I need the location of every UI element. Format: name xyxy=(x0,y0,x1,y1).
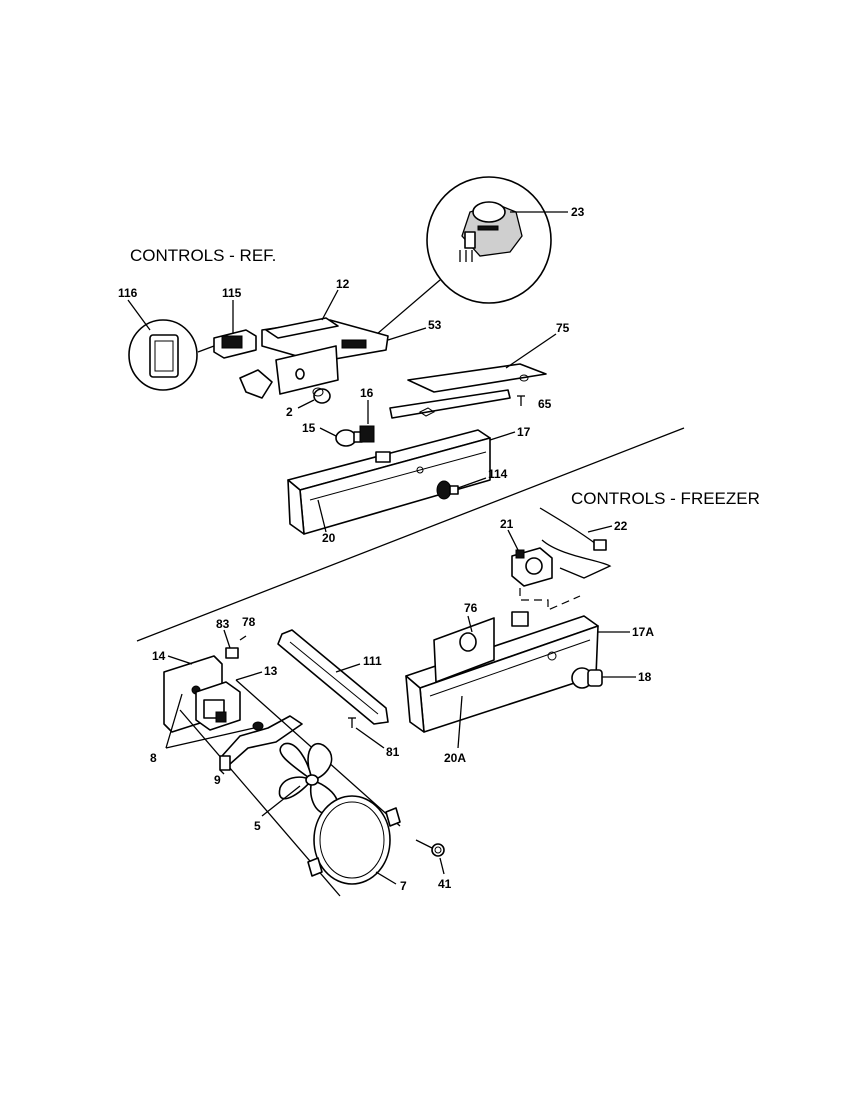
part-111-bracket xyxy=(277,629,389,725)
part-2-knob xyxy=(312,387,331,404)
detail-circle-116 xyxy=(128,319,198,391)
leader-83 xyxy=(223,629,231,649)
callout-114: 114 xyxy=(488,467,508,481)
part-78-screw xyxy=(239,635,247,641)
callout-2: 2 xyxy=(286,405,293,419)
callout-22: 22 xyxy=(614,519,628,533)
leader-116 xyxy=(127,299,151,331)
callout-115: 115 xyxy=(222,286,242,300)
part-5-fan-blade xyxy=(278,742,339,815)
leader-20 xyxy=(317,499,327,533)
leader-41 xyxy=(439,857,445,875)
leader-114 xyxy=(457,477,487,489)
callout-116: 116 xyxy=(118,286,138,300)
callout-8: 8 xyxy=(150,751,157,765)
part-65-screw xyxy=(517,395,525,406)
part-7-shroud xyxy=(307,795,401,885)
part-18-knob xyxy=(571,667,603,689)
callout-41: 41 xyxy=(438,877,452,891)
section-title-ref: CONTROLS - REF. xyxy=(130,246,276,265)
callout-14: 14 xyxy=(152,649,166,663)
part-15-lamp xyxy=(335,429,363,447)
leader-8b xyxy=(165,727,255,749)
leader-9 xyxy=(219,769,225,775)
part-motor-strap xyxy=(221,715,303,765)
callout-18: 18 xyxy=(638,670,652,684)
part-41-screw xyxy=(415,839,445,857)
part-83-clip xyxy=(225,647,239,659)
section-divider xyxy=(136,427,685,642)
callout-13: 13 xyxy=(264,664,278,678)
callout-20: 20 xyxy=(322,531,336,545)
part-17a-control-panel xyxy=(405,611,599,733)
dashed-assembly-line xyxy=(519,588,581,611)
leader-8a xyxy=(165,693,183,749)
leader-13 xyxy=(235,671,263,681)
callout-78: 78 xyxy=(242,615,256,629)
part-75-bracket xyxy=(389,363,547,419)
callout-20a: 20A xyxy=(444,751,466,765)
callout-12: 12 xyxy=(336,277,350,291)
leader-15 xyxy=(319,427,337,437)
leader-12 xyxy=(321,289,339,321)
callout-16: 16 xyxy=(360,386,374,400)
part-114-knob xyxy=(436,480,459,500)
leader-76 xyxy=(467,615,473,633)
leader-2 xyxy=(297,399,315,409)
callout-17: 17 xyxy=(517,425,531,439)
leader-5 xyxy=(261,785,301,817)
leader-14 xyxy=(167,655,193,665)
part-115-switch xyxy=(197,329,257,359)
part-81-screw xyxy=(348,717,356,728)
leader-53 xyxy=(387,327,427,341)
callout-65: 65 xyxy=(538,397,552,411)
callout-81: 81 xyxy=(386,745,400,759)
callout-83: 83 xyxy=(216,617,230,631)
part-17-control-panel xyxy=(287,429,491,535)
part-16-socket xyxy=(359,425,375,443)
callout-111: 111 xyxy=(363,654,382,668)
callout-23: 23 xyxy=(571,205,585,219)
callout-53: 53 xyxy=(428,318,442,332)
leader-detail-23 xyxy=(369,279,441,341)
part-21-thermostat xyxy=(511,547,553,587)
part-13-motor xyxy=(195,681,241,731)
callout-9: 9 xyxy=(214,773,221,787)
part-22-capillary xyxy=(539,507,612,579)
callout-17a: 17A xyxy=(632,625,654,639)
leader-7 xyxy=(375,871,397,885)
callout-7: 7 xyxy=(400,879,407,893)
callout-76: 76 xyxy=(464,601,478,615)
callout-15: 15 xyxy=(302,421,316,435)
leader-17 xyxy=(489,431,516,441)
callout-75: 75 xyxy=(556,321,570,335)
leader-111 xyxy=(335,663,361,673)
leader-81 xyxy=(355,727,385,749)
part-53-housing xyxy=(239,317,389,399)
leader-22 xyxy=(587,525,613,533)
part-9-clip xyxy=(219,755,231,771)
leader-75 xyxy=(505,333,557,369)
leader-21 xyxy=(507,529,519,551)
section-title-freezer: CONTROLS - FREEZER xyxy=(571,489,760,508)
callout-5: 5 xyxy=(254,819,261,833)
callout-21: 21 xyxy=(500,517,514,531)
leader-20a xyxy=(457,695,463,749)
detail-circle-23 xyxy=(426,176,552,304)
